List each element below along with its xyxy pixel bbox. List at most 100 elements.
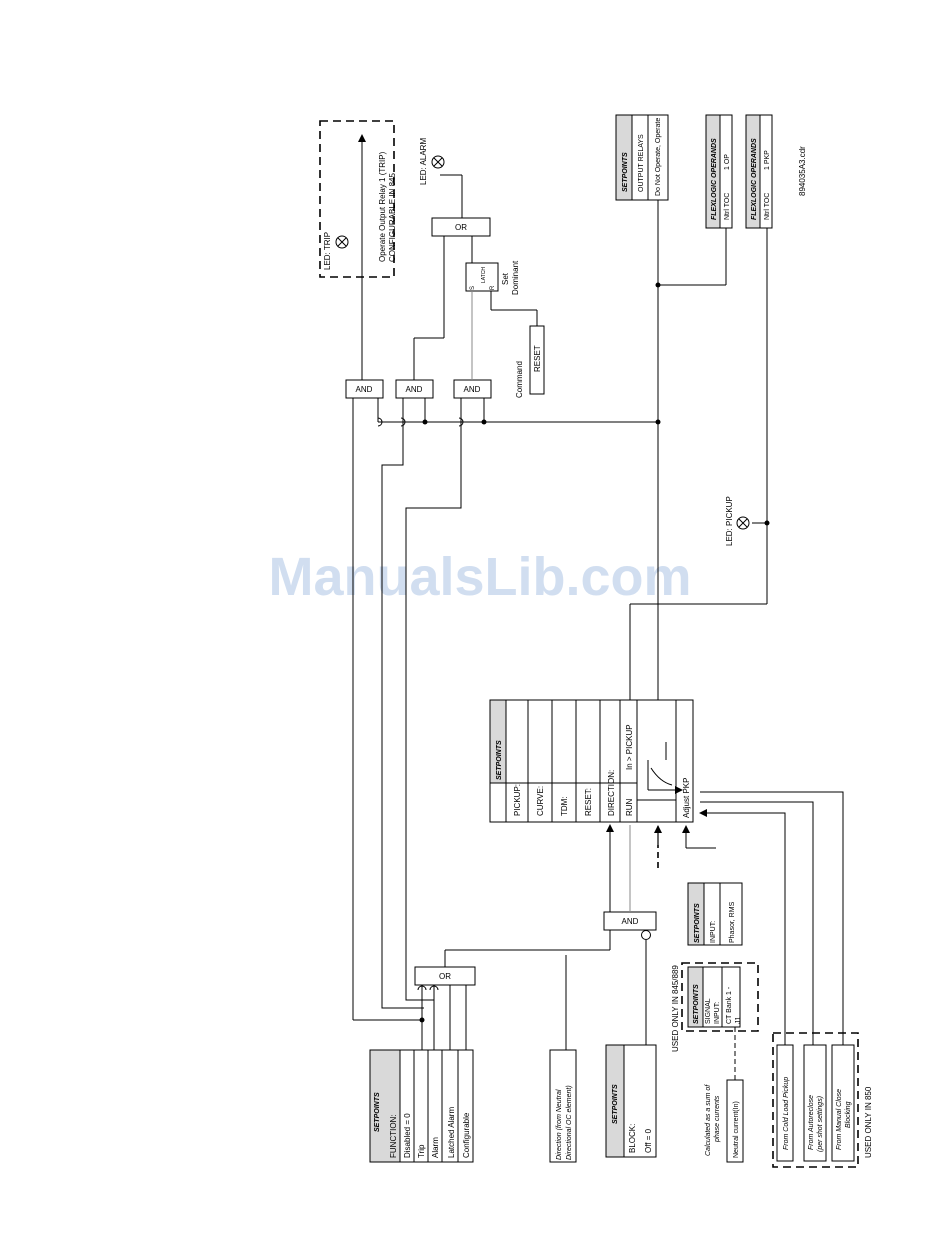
curve-icon (650, 767, 673, 786)
function-header: SETPOINTS (374, 1092, 381, 1132)
cold-load-box (776, 1044, 794, 1162)
or-gate-alarm (431, 217, 491, 237)
signal-header-bg (687, 966, 704, 1028)
latch-s: S (470, 286, 476, 290)
neutral-label: Neutral current(In) (733, 1101, 740, 1158)
and-label: AND (464, 385, 481, 394)
function-row: Disabled = 0 (403, 1113, 412, 1158)
cold-load-label: From Cold Load Pickup (783, 1077, 790, 1150)
manual-close-label2: Blocking (845, 1101, 852, 1128)
tdm-row: TDM: (560, 796, 569, 816)
function-row: Alarm (431, 1137, 440, 1158)
flexlogic-op-operand: Ntrl TOC (724, 193, 731, 220)
or-label: OR (455, 223, 467, 232)
input-value: Phasor, RMS (729, 901, 736, 943)
function-row: Configurable (462, 1112, 471, 1158)
led-trip-icon (335, 235, 349, 249)
wire-cross (429, 985, 439, 991)
led-trip-label: LED: TRIP (323, 232, 332, 270)
set-label: Set (501, 272, 510, 285)
input-row: INPUT: (710, 921, 717, 943)
wire-manual-close (700, 791, 844, 1045)
wire-cold-load (699, 809, 786, 1045)
led-pickup-icon (736, 516, 750, 530)
wire (381, 398, 424, 1009)
and-label: AND (406, 385, 423, 394)
and-gate-trip (345, 379, 384, 399)
input-header-bg (687, 882, 705, 946)
adjust-pkp-label: Adjust PKP (682, 778, 691, 818)
flexlogic-pkp-header: FLEXLOGIC OPERANDS (751, 138, 758, 220)
led-alarm-icon (431, 155, 445, 169)
and-label: AND (356, 385, 373, 394)
inputs-850-dashed (772, 1032, 859, 1168)
autoreclose-label: From Autoreclose (808, 1095, 815, 1150)
function-row: FUNCTION: (389, 1114, 398, 1158)
drawing-ref: 894035A3.cdr (798, 146, 807, 196)
curve-row: CURVE: (536, 786, 545, 816)
function-row: Trip (417, 1144, 426, 1158)
main-header-bg (489, 699, 507, 784)
neutral-note: phase currents (714, 1095, 721, 1143)
toc-element-block (489, 699, 694, 823)
direction-row: DIRECTION: (607, 770, 616, 816)
block-value: Off = 0 (644, 1128, 653, 1153)
latch-box (465, 262, 499, 292)
signal-row: INPUT: (714, 1002, 721, 1024)
wire-cross (400, 417, 406, 427)
led-pickup-label: LED: PICKUP (725, 496, 734, 546)
manual-close-box (831, 1044, 855, 1162)
flexlogic-pkp-operand: Ntrl TOC (764, 193, 771, 220)
reset-label: RESET (533, 345, 542, 372)
function-header-bg (369, 1049, 401, 1163)
signal-row: CT Bank 1 - (726, 986, 733, 1024)
signal-note: USED ONLY IN 845/889 (671, 965, 680, 1052)
flexlogic-pkp-operand2: 1 PKP (764, 150, 771, 170)
invert-bubble (641, 930, 651, 940)
block-header-bg (605, 1044, 625, 1158)
flex-op-header-bg (705, 114, 721, 229)
latch-r: R (490, 285, 496, 290)
wire-cross (377, 417, 383, 427)
trip-config-box (319, 120, 395, 278)
reset-row: RESET: (584, 788, 593, 816)
main-header: SETPOINTS (496, 740, 503, 780)
input-header: SETPOINTS (694, 903, 701, 943)
function-row: Latched Alarm (447, 1107, 456, 1158)
output-relays-row: OUTPUT RELAYS (638, 134, 645, 192)
output-relays-row: Do Not Operate, Operate (655, 118, 662, 196)
output-header-bg (615, 114, 633, 201)
run-label: RUN (625, 798, 634, 816)
neutral-current-box (726, 1079, 744, 1163)
neutral-note: Calculated as a sum of (705, 1084, 712, 1156)
watermark: ManualsLib.com (268, 547, 691, 607)
direction-line1: Direction (from Neutral (556, 1089, 563, 1160)
command-label: Command (515, 361, 524, 398)
led-alarm-label: LED: ALARM (419, 138, 428, 185)
latch-label: LATCH (481, 267, 487, 283)
wire-cross (458, 417, 464, 427)
direction-line2: Directional OC element) (566, 1085, 573, 1160)
block-header: SETPOINTS (612, 1084, 619, 1124)
signal-row: J1 (735, 1017, 742, 1025)
flexlogic-op-operand2: 1 OP (724, 154, 731, 170)
wire (405, 398, 462, 1001)
wire-autoreclose (700, 801, 814, 1045)
output-relays-header: SETPOINTS (622, 152, 629, 192)
flexlogic-op-header: FLEXLOGIC OPERANDS (711, 138, 718, 220)
or-label: OR (439, 972, 451, 981)
inputs-850-note: USED ONLY IN 850 (864, 1086, 873, 1158)
signal-row: SIGNAL (705, 998, 712, 1024)
flex-pkp-header-bg (745, 114, 761, 229)
autoreclose-box (803, 1044, 827, 1162)
and-label: AND (622, 917, 639, 926)
manual-close-label: From Manual Close (836, 1089, 843, 1150)
wire-cross (417, 985, 427, 991)
trip-output-label: Operate Output Relay 1 (TRIP) (378, 151, 387, 262)
autoreclose-label2: (per shot settings) (817, 1096, 824, 1152)
dominant-label: Dominant (511, 260, 520, 295)
signal-header: SETPOINTS (693, 984, 700, 1024)
pickup-condition: In > PICKUP (625, 724, 634, 770)
